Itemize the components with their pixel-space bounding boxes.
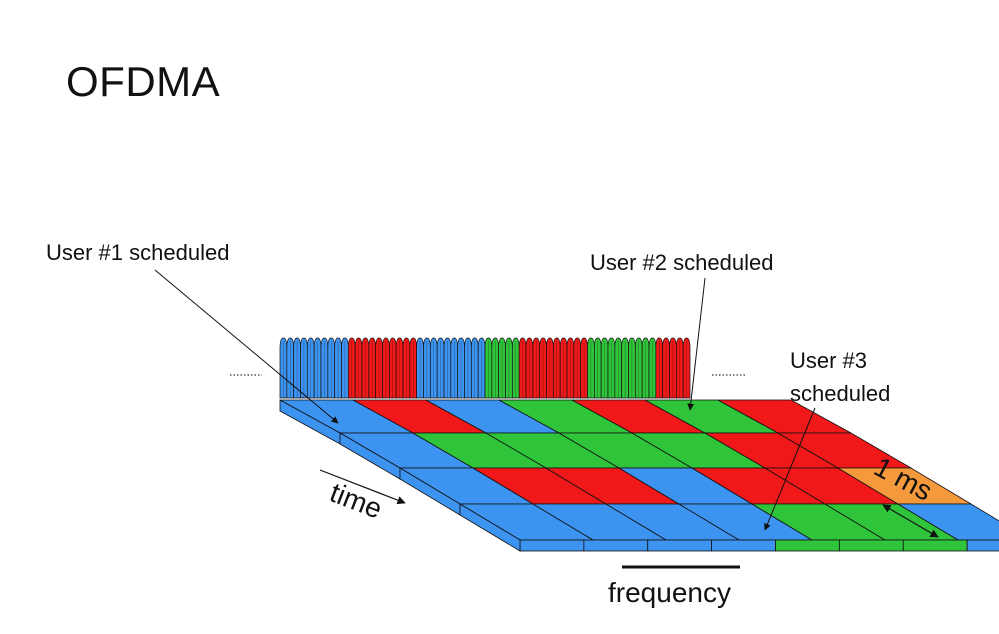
front-edge-segment xyxy=(583,539,649,552)
duration-arrow xyxy=(882,504,939,538)
time-axis-label: time xyxy=(326,477,387,525)
slide-title: OFDMA xyxy=(66,58,221,105)
time-axis-arrow xyxy=(319,469,406,505)
left-edge-segment xyxy=(459,503,521,552)
front-edge-segment xyxy=(966,539,999,552)
time-frequency-grid xyxy=(279,399,999,552)
front-edge-segment xyxy=(775,539,840,552)
front-edge-segment xyxy=(711,539,776,552)
user2-leader-line xyxy=(687,277,706,411)
subcarrier-spectrum xyxy=(279,337,691,399)
user3-leader-line xyxy=(764,407,816,531)
front-edge-segment xyxy=(647,539,713,552)
user1-label: User #1 scheduled xyxy=(46,240,229,265)
front-edge-segment xyxy=(519,539,585,552)
user3-label-line1: User #3 xyxy=(790,348,867,373)
front-edge-segment xyxy=(838,539,904,552)
front-edge-segment xyxy=(902,539,968,552)
user3-label-line2: scheduled xyxy=(790,381,890,406)
user1-leader-line xyxy=(154,269,339,424)
frequency-axis-label: frequency xyxy=(608,577,731,608)
user2-label: User #2 scheduled xyxy=(590,250,773,275)
